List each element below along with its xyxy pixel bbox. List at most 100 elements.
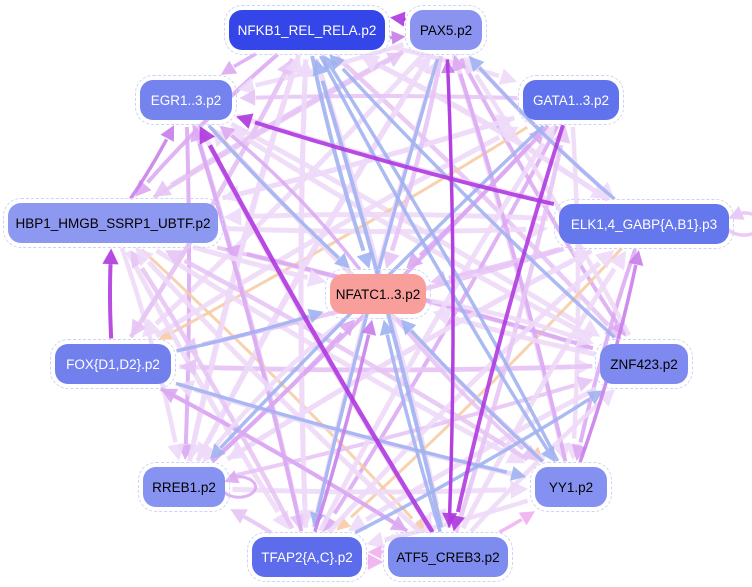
arrowhead <box>202 444 220 463</box>
node-label: ZNF423.p2 <box>610 356 678 372</box>
edge-nfatc1-yy1 <box>395 316 525 451</box>
arrowhead <box>498 68 517 85</box>
arrowhead <box>383 250 400 269</box>
arrowhead <box>518 511 536 526</box>
edge-elk1-nfkb1 <box>378 63 610 202</box>
node-hbp1[interactable]: HBP1_HMGB_SSRP1_UBTF.p2 <box>3 198 223 248</box>
arrowhead <box>510 466 526 481</box>
arrowhead <box>165 250 184 266</box>
node-znf423[interactable]: ZNF423.p2 <box>595 339 693 389</box>
arrowhead <box>576 376 594 392</box>
arrowhead <box>356 251 373 269</box>
node-fox[interactable]: FOX{D1,D2}.p2 <box>50 339 176 389</box>
arrowhead <box>239 89 256 106</box>
node-atf5[interactable]: ATF5_CREB3.p2 <box>383 532 513 582</box>
edge-nfkb1-nfatc1 <box>310 55 366 252</box>
arrowhead <box>224 470 240 484</box>
arrowhead <box>179 358 197 376</box>
edge-pax5-atf5 <box>445 59 455 514</box>
edge-rreb1-pax5 <box>195 72 421 463</box>
arrowhead <box>586 390 604 405</box>
self-loop-elk1 <box>727 211 752 237</box>
edge-elk1-egr1 <box>254 120 555 207</box>
arrowhead <box>236 113 254 129</box>
edge-nfatc1-egr1 <box>230 133 362 271</box>
arrowhead <box>167 442 185 461</box>
arrowhead <box>505 446 526 464</box>
arrowhead <box>277 58 293 78</box>
edge-znf423-nfatc1 <box>450 314 596 357</box>
arrowhead <box>229 127 249 145</box>
arrowhead <box>199 125 216 145</box>
node-nfkb1[interactable]: NFKB1_REL_RELA.p2 <box>224 5 390 55</box>
edge-tfap2-znf423 <box>354 397 591 535</box>
arrowhead <box>451 55 467 73</box>
arrowhead <box>608 250 627 271</box>
edge-gata1-tfap2 <box>332 125 560 515</box>
node-nfatc1[interactable]: NFATC1..3.p2 <box>325 269 431 319</box>
arrowhead <box>306 268 326 287</box>
node-label: RREB1.p2 <box>152 479 216 495</box>
edge-atf5-fox <box>174 394 409 533</box>
arrowhead <box>160 388 179 404</box>
node-label: ATF5_CREB3.p2 <box>396 549 500 565</box>
arrowhead <box>237 77 256 95</box>
arrowhead <box>595 250 615 269</box>
edge-hbp1-atf5 <box>140 248 414 520</box>
arrowhead <box>348 513 368 531</box>
node-label: FOX{D1,D2}.p2 <box>66 356 160 372</box>
node-yy1[interactable]: YY1.p2 <box>530 462 612 512</box>
edge-fox-hbp1 <box>108 264 114 339</box>
arrowhead <box>360 55 381 73</box>
arrowhead <box>400 319 417 336</box>
arrowhead <box>160 125 174 142</box>
edge-yy1-nfkb1 <box>329 66 560 462</box>
self-loop-rreb1 <box>223 475 258 499</box>
arrowhead <box>391 30 406 45</box>
edge-tfap2-gata1 <box>318 141 546 533</box>
edge-atf5-nfatc1 <box>385 334 442 533</box>
edge-nfatc1-rreb1 <box>212 317 346 449</box>
node-label: GATA1..3.p2 <box>532 92 610 108</box>
arrowhead <box>329 54 345 71</box>
edge-gata1-nfatc1 <box>418 124 550 257</box>
arrowhead <box>220 60 238 75</box>
arrowhead <box>158 327 174 340</box>
node-tfap2[interactable]: TFAP2{A,C}.p2 <box>247 532 367 582</box>
node-pax5[interactable]: PAX5.p2 <box>405 5 487 55</box>
edge-gata1-atf5 <box>455 124 565 513</box>
edge-gata1-egr1 <box>255 94 518 101</box>
edge-yy1-nfatc1 <box>409 329 544 463</box>
node-rreb1[interactable]: RREB1.p2 <box>138 462 230 512</box>
node-gata1[interactable]: GATA1..3.p2 <box>518 75 624 125</box>
edge-yy1-pax5 <box>458 73 568 462</box>
arrowhead <box>230 509 248 524</box>
arrowhead <box>102 248 119 265</box>
node-label: HBP1_HMGB_SSRP1_UBTF.p2 <box>15 215 211 231</box>
node-egr1[interactable]: EGR1..3.p2 <box>135 75 237 125</box>
arrowhead <box>385 52 404 68</box>
arrowhead <box>413 54 431 75</box>
arrowhead <box>432 308 452 326</box>
node-label: NFKB1_REL_RELA.p2 <box>237 22 377 38</box>
arrowhead <box>361 319 377 336</box>
arrowhead <box>571 250 592 268</box>
arrowhead <box>284 55 303 75</box>
edge-hbp1-nfatc1 <box>192 244 309 280</box>
node-elk1[interactable]: ELK1,4_GABP{A,B1}.p3 <box>554 199 734 249</box>
arrowhead <box>223 207 242 226</box>
edge-nfatc1-znf423 <box>431 298 577 340</box>
node-label: PAX5.p2 <box>419 22 473 38</box>
arrowhead <box>468 56 485 72</box>
edge-pax5-nfatc1 <box>389 55 444 252</box>
node-label: YY1.p2 <box>548 479 594 495</box>
edge-tfap2-rreb1 <box>243 514 273 535</box>
arrowhead <box>406 251 424 269</box>
node-label: EGR1..3.p2 <box>150 92 222 108</box>
arrowhead <box>322 54 338 71</box>
arrowhead <box>728 206 745 220</box>
arrowhead <box>334 252 350 269</box>
edge-znf423-nfkb1 <box>341 67 616 339</box>
